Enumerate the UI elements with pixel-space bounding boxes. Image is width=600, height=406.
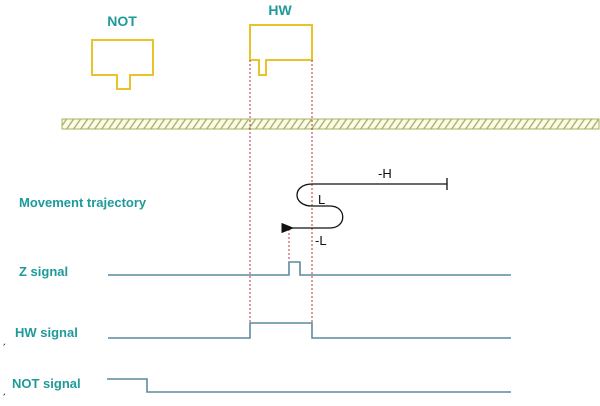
segment-label-high: -H <box>378 166 392 181</box>
hw-signal-waveform <box>108 322 511 339</box>
segment-label-low: L <box>318 192 325 207</box>
hw-switch-label: HW <box>268 2 292 18</box>
hw-switch-icon <box>249 24 313 76</box>
z-signal-label: Z signal <box>19 264 68 279</box>
not-signal-label: NOT signal <box>12 376 81 391</box>
not-signal-waveform <box>107 378 511 393</box>
hw-signal-label: HW signal <box>15 325 78 340</box>
ground-rail <box>61 118 600 130</box>
trajectory-label: Movement trajectory <box>19 195 147 210</box>
not-switch-icon <box>91 39 154 90</box>
segment-label-neg-low: -L <box>315 233 327 248</box>
z-signal-waveform <box>108 261 511 276</box>
side-mark: ˏ <box>2 382 6 396</box>
trajectory-path <box>281 183 447 234</box>
side-mark: ˏ <box>2 332 6 346</box>
not-switch-label: NOT <box>107 13 137 29</box>
